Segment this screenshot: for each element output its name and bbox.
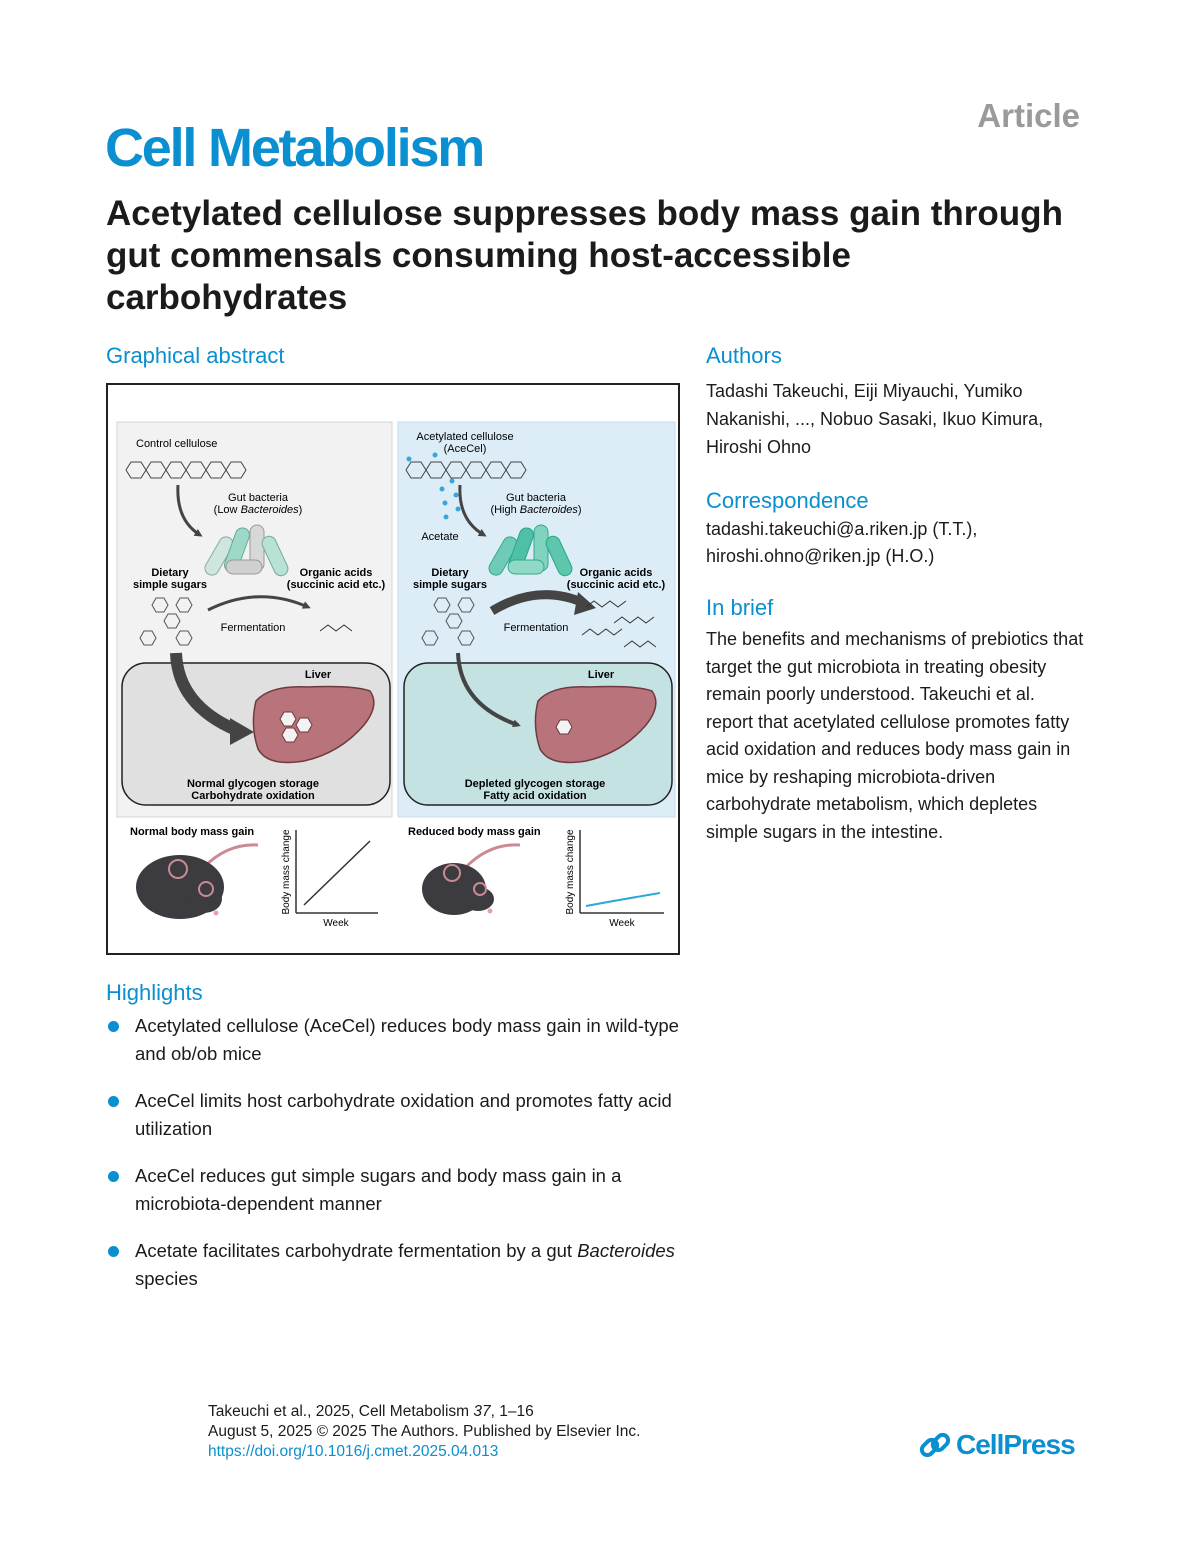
left-xlabel: Week	[323, 918, 349, 929]
right-bacteria-sublabel: (High Bacteroides)	[490, 504, 581, 516]
acetate-label: Acetate	[421, 531, 458, 543]
article-type-label: Article	[977, 97, 1080, 134]
left-liver-icon	[252, 685, 375, 764]
left-bacteria-label: Gut bacteria	[228, 492, 289, 504]
right-gut-bacteria-icon	[488, 524, 573, 577]
left-bacteria-sublabel: (Low Bacteroides)	[214, 504, 303, 516]
right-fermentation-arrow	[489, 590, 586, 615]
cellpress-link-icon	[919, 1432, 951, 1458]
right-bacteria-label: Gut bacteria	[506, 492, 567, 504]
right-cellulose-label: Acetylated cellulose	[416, 431, 513, 443]
right-mouse-icon	[422, 843, 521, 915]
authors-heading: Authors	[706, 343, 782, 368]
cellpress-logo: CellPress	[918, 1427, 1076, 1463]
right-acid-molecules-icon	[581, 600, 657, 648]
right-simple-sugars-icon	[421, 597, 475, 646]
right-storage-label: Depleted glycogen storage	[465, 778, 606, 790]
email-ohno[interactable]: hiroshi.ohno@riken.jp (H.O.)	[706, 546, 935, 566]
graphical-abstract: Control cellulose Gut bacteria (Low Bact…	[106, 383, 680, 955]
left-fermentation-label: Fermentation	[221, 622, 286, 634]
right-sugars-sublabel: simple sugars	[413, 579, 487, 591]
right-fermentation-label: Fermentation	[504, 622, 569, 634]
highlight-item: AceCel limits host carbohydrate oxidatio…	[106, 1087, 686, 1143]
left-cellulose-label: Control cellulose	[136, 438, 217, 450]
doi-link[interactable]: https://doi.org/10.1016/j.cmet.2025.04.0…	[208, 1443, 499, 1460]
right-cellulose-sublabel: (AceCel)	[444, 443, 487, 455]
left-oxidation-label: Carbohydrate oxidation	[191, 790, 315, 802]
correspondence-emails: tadashi.takeuchi@a.riken.jp (T.T.), hiro…	[706, 516, 1086, 570]
left-cellulose-chain	[125, 461, 247, 479]
correspondence-heading: Correspondence	[706, 488, 869, 513]
acetate-dots-icon	[406, 452, 461, 520]
journal-name: Cell Metabolism	[105, 118, 485, 178]
left-sugars-label: Dietary	[151, 567, 189, 579]
left-acids-label: Organic acids	[300, 567, 373, 579]
right-acids-sublabel: (succinic acid etc.)	[567, 579, 666, 591]
right-ylabel: Body mass change	[565, 829, 576, 914]
left-liver-label: Liver	[305, 669, 332, 681]
author-list: Tadashi Takeuchi, Eiji Miyauchi, Yumiko …	[706, 381, 1044, 457]
right-cellulose-arrow	[458, 484, 487, 537]
bullet-icon	[108, 1171, 119, 1182]
left-simple-sugars-icon	[139, 597, 193, 646]
article-title: Acetylated cellulose suppresses body mas…	[106, 194, 1063, 317]
right-acids-label: Organic acids	[580, 567, 653, 579]
right-acecel-chain	[405, 461, 527, 479]
bullet-icon	[108, 1096, 119, 1107]
in-brief-text: The benefits and mechanisms of prebiotic…	[706, 629, 1084, 842]
right-sugars-label: Dietary	[431, 567, 469, 579]
citation-line: Takeuchi et al., 2025, Cell Metabolism 3…	[208, 1403, 534, 1420]
in-brief-heading: In brief	[706, 595, 774, 620]
right-liver-label: Liver	[588, 669, 615, 681]
left-ylabel: Body mass change	[281, 829, 292, 914]
bullet-icon	[108, 1246, 119, 1257]
left-acids-sublabel: (succinic acid etc.)	[287, 579, 386, 591]
right-xlabel: Week	[609, 918, 635, 929]
left-sugars-sublabel: simple sugars	[133, 579, 207, 591]
bullet-icon	[108, 1021, 119, 1032]
highlight-item: Acetate facilitates carbohydrate ferment…	[106, 1237, 686, 1293]
highlight-item: AceCel reduces gut simple sugars and bod…	[106, 1162, 686, 1218]
highlight-item: Acetylated cellulose (AceCel) reduces bo…	[106, 1012, 686, 1068]
email-takeuchi[interactable]: tadashi.takeuchi@a.riken.jp (T.T.),	[706, 519, 978, 539]
highlights-heading: Highlights	[106, 980, 203, 1005]
copyright-line: August 5, 2025 © 2025 The Authors. Publi…	[208, 1423, 641, 1440]
left-gut-bacteria-icon	[204, 524, 289, 577]
right-mass-label: Reduced body mass gain	[408, 826, 541, 838]
left-body-mass-chart: Body mass change Week	[281, 829, 378, 929]
highlights-list: Acetylated cellulose (AceCel) reduces bo…	[106, 1012, 686, 1312]
right-oxidation-label: Fatty acid oxidation	[483, 790, 587, 802]
left-cellulose-arrow	[176, 484, 203, 537]
right-liver-arrow	[456, 652, 521, 728]
left-mass-label: Normal body mass gain	[130, 826, 254, 838]
left-storage-label: Normal glycogen storage	[187, 778, 319, 790]
right-body-mass-chart: Body mass change Week	[565, 829, 664, 929]
left-liver-arrow	[170, 652, 239, 736]
graphical-abstract-heading: Graphical abstract	[106, 343, 285, 368]
left-mouse-icon	[136, 843, 259, 919]
left-acid-molecule-icon	[319, 624, 353, 632]
right-liver-icon	[534, 685, 657, 764]
citation-block: Takeuchi et al., 2025, Cell Metabolism 3…	[208, 1402, 641, 1462]
left-fermentation-arrow	[207, 595, 311, 612]
